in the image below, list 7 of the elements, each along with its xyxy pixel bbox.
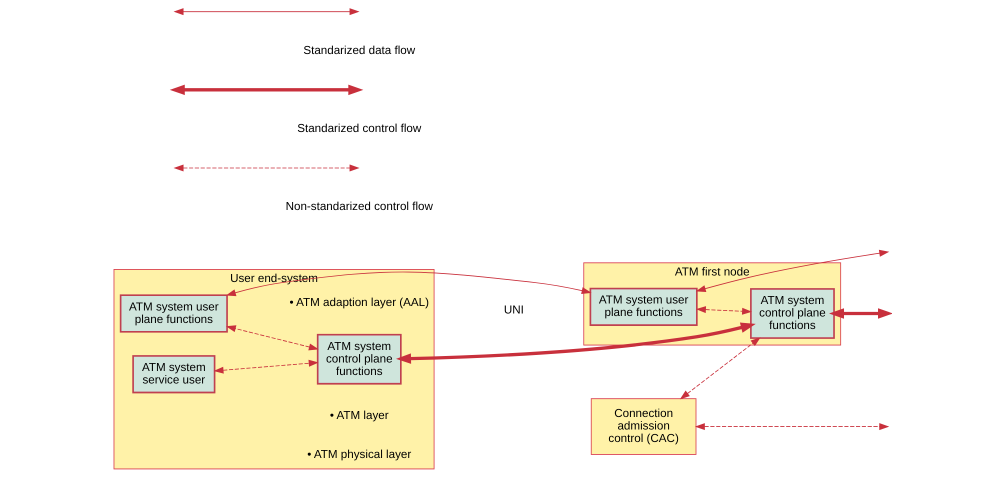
legend-label: Standarized control flow (297, 122, 422, 135)
legend-label: Standarized data flow (303, 44, 416, 57)
legend-label: Non-standarized control flow (286, 200, 433, 214)
label: • ATM layer (330, 408, 389, 422)
label: UNI (504, 303, 524, 316)
label: • ATM adaption layer (AAL) (289, 296, 430, 309)
label: • ATM physical layer (307, 448, 412, 461)
